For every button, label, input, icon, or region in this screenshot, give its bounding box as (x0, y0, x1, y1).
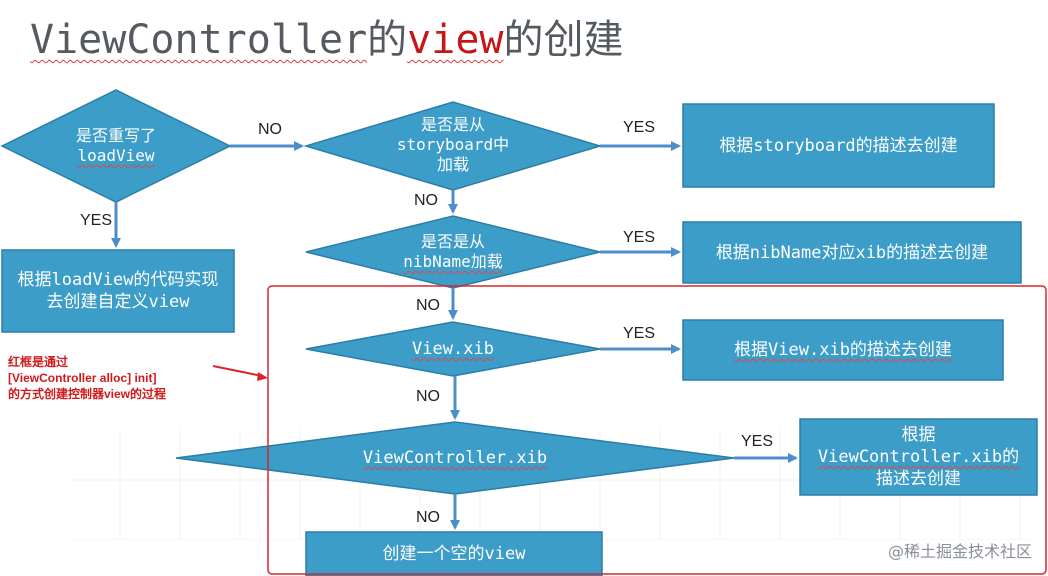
decision-loadview-line2: loadView (77, 146, 155, 165)
decision-loadview-label: 是否重写了 loadView (40, 116, 192, 176)
decision-vc-xib-text: ViewController.xib (362, 448, 548, 468)
title-part-create: 的创建 (503, 17, 624, 63)
edge-label-yes-3: YES (623, 229, 656, 246)
action-view-xib-label: 根据View.xib的描述去创建 (685, 338, 1001, 362)
decision-storyboard-line3: 加载 (436, 155, 469, 174)
action-empty-text: 创建一个空的view (382, 544, 526, 564)
action-nibname-label: 根据nibName对应xib的描述去创建 (685, 241, 1019, 265)
note-line2: [ViewController alloc] init] (8, 371, 157, 385)
watermark: @稀土掘金技术社区 (887, 542, 1032, 561)
action-nibname-box (682, 221, 1022, 284)
decision-view-xib-text: View.xib (412, 339, 494, 359)
action-vc-xib-label: 根据 ViewController.xib的 描述去创建 (802, 424, 1035, 490)
edge-label-no-2: NO (414, 192, 438, 209)
action-custom-line1: 根据loadView的代码实现 (17, 270, 219, 290)
edge-label-no-1: NO (258, 121, 282, 138)
decision-nibname-line1: 是否是从 (420, 232, 485, 251)
action-vc-xib-line1: 根据 (901, 425, 936, 445)
red-frame (267, 285, 1047, 575)
action-view-xib-text: 根据View.xib的描述去创建 (734, 340, 952, 360)
red-frame-note: 红框是通过 [ViewController alloc] init] 的方式创建… (8, 354, 208, 402)
action-empty-label: 创建一个空的view (308, 542, 600, 566)
edge-label-yes-2: YES (623, 119, 656, 136)
action-storyboard-text: 根据storyboard的描述去创建 (719, 136, 958, 156)
decision-view-xib-label: View.xib (363, 337, 543, 361)
title-part-class: ViewController (30, 17, 368, 63)
action-view-xib-box (682, 319, 1004, 381)
action-empty-box (305, 531, 603, 576)
page-title: ViewController的view的创建 (30, 14, 623, 66)
decision-loadview-line1: 是否重写了 (75, 126, 156, 145)
decision-storyboard-label: 是否是从 storyboard中 加载 (363, 112, 543, 178)
edge-label-yes-4: YES (623, 325, 656, 342)
edge-label-yes-1: YES (80, 212, 113, 229)
action-vc-xib-line3: 描述去创建 (876, 469, 961, 489)
edge-label-no-3: NO (416, 297, 440, 314)
action-vc-xib-line2: ViewController.xib的 (817, 447, 1020, 467)
action-custom-label: 根据loadView的代码实现 去创建自定义view (4, 262, 232, 320)
action-vc-xib-box (799, 418, 1038, 496)
red-pointer-line (212, 365, 263, 377)
decision-nibname-label: 是否是从 nibName加载 (363, 230, 543, 274)
action-custom-line2: 去创建自定义view (46, 292, 190, 312)
note-line1: 红框是通过 (8, 355, 69, 369)
edge-label-yes-5: YES (741, 433, 774, 450)
action-storyboard-box (682, 103, 995, 188)
action-nibname-text: 根据nibName对应xib的描述去创建 (715, 243, 989, 263)
edge-label-no-5: NO (416, 509, 440, 526)
decision-vc-xib-label: ViewController.xib (300, 446, 610, 470)
title-part-view: view (407, 17, 504, 63)
edge-label-no-4: NO (416, 388, 440, 405)
action-custom-box (1, 249, 235, 333)
decision-storyboard-line2: storyboard中 (396, 135, 510, 154)
note-line3: 的方式创建控制器view的过程 (8, 387, 167, 401)
decision-storyboard-line1: 是否是从 (420, 115, 485, 134)
title-part-de: 的 (367, 17, 408, 63)
action-storyboard-label: 根据storyboard的描述去创建 (685, 134, 992, 158)
decision-nibname-line2: nibName加载 (403, 252, 503, 271)
red-pointer-head (257, 372, 268, 381)
